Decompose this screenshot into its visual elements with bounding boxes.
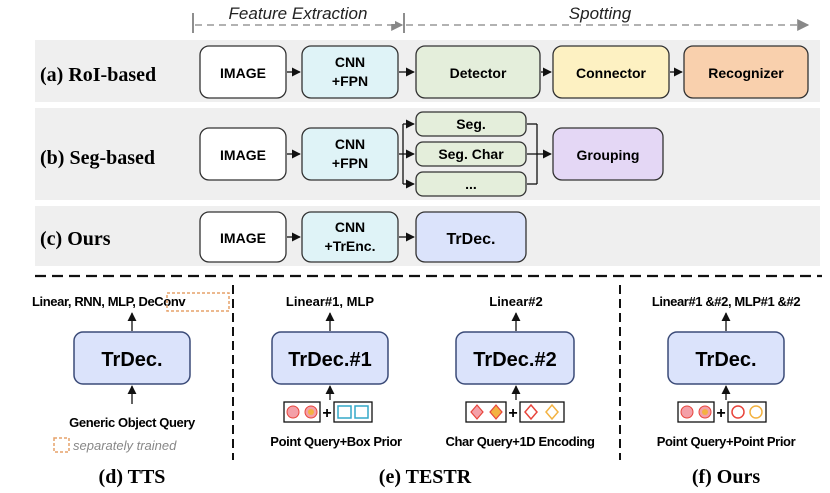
- backbone-label-line2: +TrEnc.: [325, 238, 376, 254]
- trdec1-box: [271, 331, 389, 385]
- ours-output-heads: Linear#1 &#2, MLP#1 &#2: [652, 294, 800, 309]
- other-branch-label: ...: [465, 176, 477, 192]
- image-box: [199, 127, 287, 181]
- image-box: [199, 45, 287, 99]
- row-label-ours: (c) Ours: [40, 228, 111, 250]
- image-box: [199, 211, 287, 263]
- trdec-box: [415, 211, 527, 263]
- row-seg-based: (b) Seg-based IMAGE CNN +FPN Seg. Seg. C…: [35, 108, 820, 200]
- trdec-label: TrDec.: [695, 349, 756, 371]
- row-ours: (c) Ours IMAGE CNN +TrEnc. TrDec.: [35, 206, 820, 266]
- tts-output-heads: Linear, RNN, MLP,DeConv: [32, 294, 186, 309]
- trdec2-box: [455, 331, 575, 385]
- backbone-label-line1: CNN: [335, 136, 365, 152]
- seg-char-branch-label: Seg. Char: [438, 146, 504, 162]
- backbone-label-line2: +FPN: [332, 73, 368, 89]
- plus-sign: +: [508, 405, 517, 422]
- cnn-trenc-box: [301, 211, 399, 263]
- recognizer-label: Recognizer: [708, 65, 784, 81]
- connector-label: Connector: [576, 65, 647, 81]
- plus-sign: +: [716, 405, 725, 422]
- panel-testr: Linear#1, MLP TrDec.#1 + Point Query+Box…: [270, 294, 595, 488]
- cnn-fpn-box: [301, 45, 399, 99]
- testr-output-heads-2: Linear#2: [489, 294, 542, 309]
- caption-tts: (d) TTS: [99, 466, 166, 488]
- phase-feature-extraction: Feature Extraction: [229, 4, 368, 23]
- trdec-label: TrDec.: [447, 231, 496, 248]
- image-label: IMAGE: [220, 230, 266, 246]
- box-prior-icon: [333, 401, 373, 423]
- seg-char-branch-box: [415, 141, 527, 167]
- trdec-box: [73, 331, 191, 385]
- deconv-head: DeConv: [138, 294, 186, 309]
- deconv-highlight: [166, 292, 230, 312]
- caption-ours: (f) Ours: [692, 466, 761, 488]
- generic-object-query-label: Generic Object Query: [69, 415, 196, 430]
- connector-box: [552, 45, 670, 99]
- trdec2-label: TrDec.#2: [473, 349, 556, 371]
- trdec-box: [667, 331, 785, 385]
- caption-testr: (e) TESTR: [379, 466, 472, 488]
- grouping-label: Grouping: [577, 147, 640, 163]
- trdec1-label: TrDec.#1: [288, 349, 371, 371]
- seg-branch-box: [415, 111, 527, 137]
- row-roi-based: (a) RoI-based IMAGE CNN +FPN Detector Co…: [35, 40, 820, 102]
- phase-spotting: Spotting: [569, 4, 632, 23]
- other-branch-box: [415, 171, 527, 197]
- row-label-seg: (b) Seg-based: [40, 147, 155, 169]
- detector-label: Detector: [450, 65, 507, 81]
- image-label: IMAGE: [220, 65, 266, 81]
- panel-ours: Linear#1 &#2, MLP#1 &#2 TrDec. + Point Q…: [652, 294, 801, 488]
- image-label: IMAGE: [220, 147, 266, 163]
- row-label-roi: (a) RoI-based: [40, 64, 156, 86]
- testr-output-heads-1: Linear#1, MLP: [286, 294, 374, 309]
- backbone-label-line1: CNN: [335, 219, 365, 235]
- panel-tts: Linear, RNN, MLP,DeConv TrDec. Generic O…: [32, 292, 230, 488]
- plus-sign: +: [322, 405, 331, 422]
- detector-box: [415, 45, 541, 99]
- char-query-1d-encoding-label: Char Query+1D Encoding: [445, 434, 595, 449]
- trdec-label: TrDec.: [101, 349, 162, 371]
- backbone-label-line2: +FPN: [332, 155, 368, 171]
- seg-branch-label: Seg.: [456, 116, 486, 132]
- point-prior-icon: [727, 401, 767, 423]
- grouping-box: [552, 127, 664, 181]
- backbone-label-line1: CNN: [335, 54, 365, 70]
- recognizer-box: [683, 45, 809, 99]
- point-query-box-prior-label: Point Query+Box Prior: [270, 434, 402, 449]
- cnn-fpn-box: [301, 127, 399, 181]
- phase-header: Feature Extraction Spotting: [192, 2, 810, 33]
- point-query-point-prior-label: Point Query+Point Prior: [657, 434, 796, 449]
- separately-trained-legend: separately trained: [73, 438, 177, 453]
- separately-trained-legend-swatch: [53, 437, 70, 453]
